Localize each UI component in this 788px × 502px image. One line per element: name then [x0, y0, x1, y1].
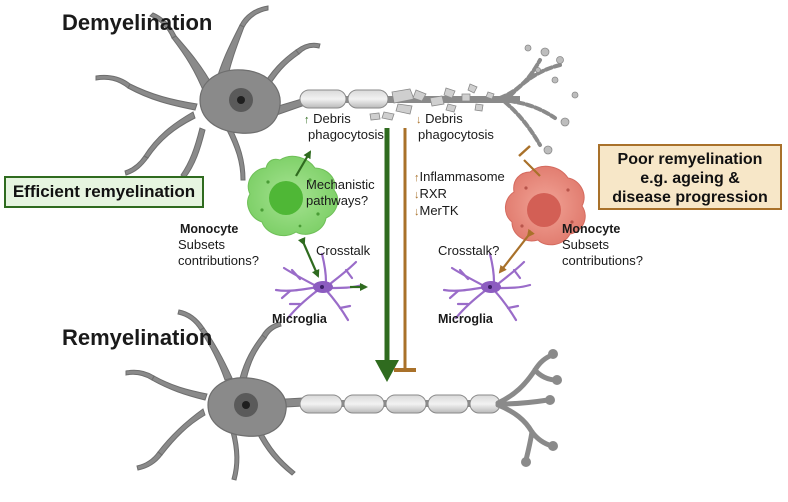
neuron-demyelinating: [95, 5, 579, 181]
left-crosstalk-label: Crosstalk: [316, 243, 371, 258]
right-crosstalk-label: Crosstalk?: [438, 243, 500, 258]
down-arrow-icon: ↓: [414, 189, 420, 201]
right-debris-line1: ↓ Debris: [416, 111, 463, 127]
left-subsets-line2: contributions?: [178, 253, 259, 268]
microglia-left: [274, 252, 364, 322]
right-monocyte-label: Monocyte: [562, 222, 621, 236]
poor-remyelination-line2: e.g. ageing &: [640, 170, 740, 187]
remyelination-title: Remyelination: [62, 325, 213, 350]
mechanistic-line2: pathways?: [306, 193, 369, 208]
mertk-label: MerTK: [419, 203, 459, 218]
inflammasome-row: ↑Inflammasome: [414, 169, 505, 185]
right-microglia-label: Microglia: [438, 312, 493, 326]
right-subsets-line2: contributions?: [562, 253, 643, 268]
right-subsets-line1: Subsets: [562, 237, 609, 252]
neuron-remyelinated: [125, 309, 562, 481]
monocyte-poor: [505, 165, 586, 246]
left-debris-text1: Debris: [313, 111, 351, 126]
inflammasome-label: Inflammasome: [419, 169, 505, 184]
left-subsets-line1: Subsets: [178, 237, 225, 252]
up-arrow-icon: ↑: [414, 172, 420, 184]
down-arrow-icon: ↓: [416, 114, 422, 126]
left-microglia-label: Microglia: [272, 312, 327, 326]
poor-remyelination-line1: Poor remyelination: [617, 151, 763, 168]
microglia-right: [442, 252, 532, 322]
mertk-row: ↓MerTK: [414, 203, 459, 219]
left-monocyte-label: Monocyte: [180, 222, 239, 236]
efficient-remyelination-label: Efficient remyelination: [12, 182, 196, 201]
monocyte-efficient: [247, 155, 339, 237]
poor-remyelination-box: Poor remyelination e.g. ageing & disease…: [598, 144, 782, 210]
right-debris-text1: Debris: [425, 111, 463, 126]
mechanistic-line1: Mechanistic: [306, 177, 375, 192]
right-debris-line2: phagocytosis: [418, 127, 494, 142]
rxr-label: RXR: [419, 186, 447, 201]
up-arrow-icon: ↑: [304, 114, 310, 126]
left-debris-line2: phagocytosis: [308, 127, 384, 142]
down-arrow-icon: ↓: [414, 206, 420, 218]
central-arrows: [375, 128, 416, 382]
left-debris-line1: ↑ Debris: [304, 111, 351, 127]
rxr-row: ↓RXR: [414, 186, 447, 202]
right-small-arrows: [498, 145, 541, 274]
left-small-arrows: [295, 150, 368, 291]
demyelination-title: Demyelination: [62, 10, 213, 35]
poor-remyelination-line3: disease progression: [612, 189, 768, 206]
efficient-remyelination-box: Efficient remyelination: [4, 176, 204, 208]
